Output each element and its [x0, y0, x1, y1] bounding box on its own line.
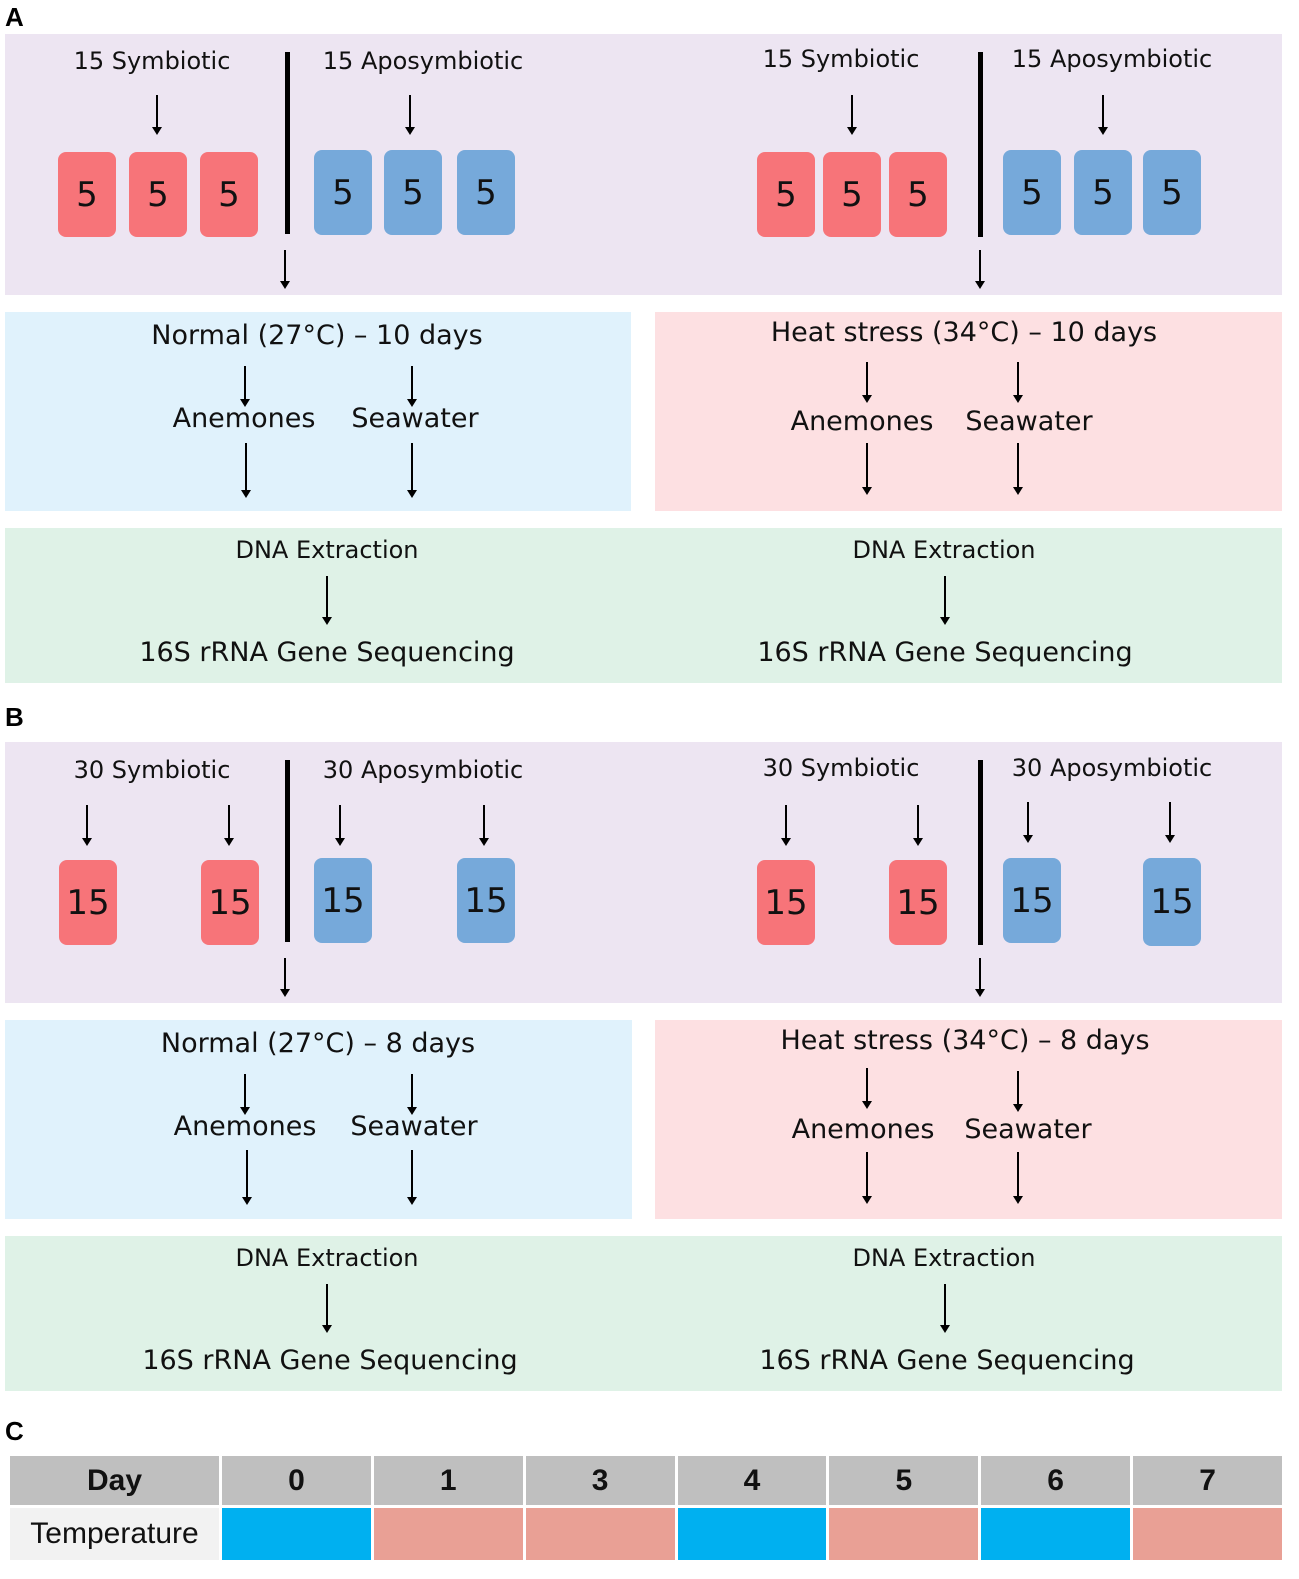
day-header: Day: [7, 1453, 222, 1508]
timeline-header-row: Day 0 1 3 4 5 6 7: [7, 1453, 1285, 1508]
panel-a-right-aposymbiotic-label: 15 Aposymbiotic: [1011, 45, 1213, 73]
panel-b-normal-box: [5, 1020, 632, 1219]
day-cell: 6: [978, 1453, 1134, 1508]
group-divider: [285, 52, 290, 234]
panel-b-heat-seawater: Seawater: [964, 1114, 1092, 1145]
panel-a-normal-anemones: Anemones: [172, 403, 316, 434]
panel-b-right-symbiotic-label: 30 Symbiotic: [762, 754, 920, 782]
panel-a-left-dna-extraction: DNA Extraction: [235, 536, 419, 564]
day-cell: 1: [370, 1453, 526, 1508]
panel-a-normal-label: Normal (27°C) – 10 days: [151, 320, 483, 351]
panel-a-left-aposymbiotic-label: 15 Aposymbiotic: [322, 47, 524, 75]
aposymbiotic-tank: 5: [1003, 150, 1061, 235]
group-divider: [978, 760, 983, 945]
panel-b-right-aposymbiotic-label: 30 Aposymbiotic: [1011, 754, 1213, 782]
panel-a-left-symbiotic-label: 15 Symbiotic: [73, 47, 231, 75]
aposymbiotic-tank: 5: [1143, 150, 1201, 235]
panel-a-right-sequencing: 16S rRNA Gene Sequencing: [757, 637, 1133, 668]
timeline-temperature-row: Temperature: [7, 1505, 1285, 1563]
aposymbiotic-tank: 15: [314, 858, 372, 943]
symbiotic-tank: 5: [58, 152, 116, 237]
temperature-cell: [978, 1505, 1134, 1563]
aposymbiotic-tank: 5: [384, 150, 442, 235]
panel-a-normal-seawater: Seawater: [351, 403, 479, 434]
symbiotic-tank: 15: [59, 860, 117, 945]
panel-a-left-sequencing: 16S rRNA Gene Sequencing: [139, 637, 515, 668]
panel-b-process-box: [5, 1236, 1282, 1391]
day-cell: 0: [219, 1453, 374, 1508]
aposymbiotic-tank: 15: [1143, 858, 1201, 946]
panel-a-heat-label: Heat stress (34°C) – 10 days: [770, 317, 1158, 348]
panel-b-normal-seawater: Seawater: [350, 1111, 478, 1142]
temperature-cell: [219, 1505, 374, 1563]
temperature-cell: [826, 1505, 982, 1563]
aposymbiotic-tank: 15: [1003, 858, 1061, 943]
panel-a-right-symbiotic-label: 15 Symbiotic: [762, 45, 920, 73]
panel-b-right-sequencing: 16S rRNA Gene Sequencing: [759, 1345, 1135, 1376]
aposymbiotic-tank: 5: [1074, 150, 1132, 235]
panel-b-right-dna-extraction: DNA Extraction: [852, 1244, 1036, 1272]
panel-a-process-box: [5, 528, 1282, 683]
symbiotic-tank: 15: [757, 860, 815, 945]
panel-b-left-aposymbiotic-label: 30 Aposymbiotic: [322, 756, 524, 784]
panel-b-heat-box: [655, 1020, 1282, 1219]
day-cell: 7: [1130, 1453, 1285, 1508]
temperature-timeline-table: Day 0 1 3 4 5 6 7 Temperature: [7, 1453, 1285, 1563]
temperature-label: Temperature: [7, 1505, 222, 1563]
panel-b-normal-anemones: Anemones: [173, 1111, 317, 1142]
symbiotic-tank: 5: [889, 152, 947, 237]
group-divider: [285, 760, 290, 942]
panel-b-normal-label: Normal (27°C) – 8 days: [160, 1028, 476, 1059]
day-cell: 5: [826, 1453, 982, 1508]
panel-b-heat-label: Heat stress (34°C) – 8 days: [780, 1025, 1150, 1056]
aposymbiotic-tank: 15: [457, 858, 515, 943]
panel-a-heat-box: [655, 312, 1282, 511]
panel-b-heat-anemones: Anemones: [791, 1114, 935, 1145]
aposymbiotic-tank: 5: [457, 150, 515, 235]
panel-b-letter: B: [5, 702, 24, 732]
symbiotic-tank: 5: [823, 152, 881, 237]
symbiotic-tank: 15: [201, 860, 259, 945]
panel-b-left-dna-extraction: DNA Extraction: [235, 1244, 419, 1272]
panel-b-left-symbiotic-label: 30 Symbiotic: [73, 756, 231, 784]
panel-a-normal-box: [5, 312, 631, 511]
temperature-cell: [370, 1505, 526, 1563]
temperature-cell: [674, 1505, 830, 1563]
day-cell: 3: [522, 1453, 678, 1508]
aposymbiotic-tank: 5: [314, 150, 372, 235]
temperature-cell: [1130, 1505, 1285, 1563]
panel-a-heat-anemones: Anemones: [790, 406, 934, 437]
panel-a-heat-seawater: Seawater: [965, 406, 1093, 437]
panel-b-left-sequencing: 16S rRNA Gene Sequencing: [142, 1345, 518, 1376]
symbiotic-tank: 15: [889, 860, 947, 945]
panel-a-right-dna-extraction: DNA Extraction: [852, 536, 1036, 564]
symbiotic-tank: 5: [200, 152, 258, 237]
group-divider: [978, 52, 983, 237]
temperature-cell: [522, 1505, 678, 1563]
symbiotic-tank: 5: [129, 152, 187, 237]
symbiotic-tank: 5: [757, 152, 815, 237]
panel-c-letter: C: [5, 1416, 24, 1446]
panel-a-letter: A: [5, 2, 24, 32]
day-cell: 4: [674, 1453, 830, 1508]
